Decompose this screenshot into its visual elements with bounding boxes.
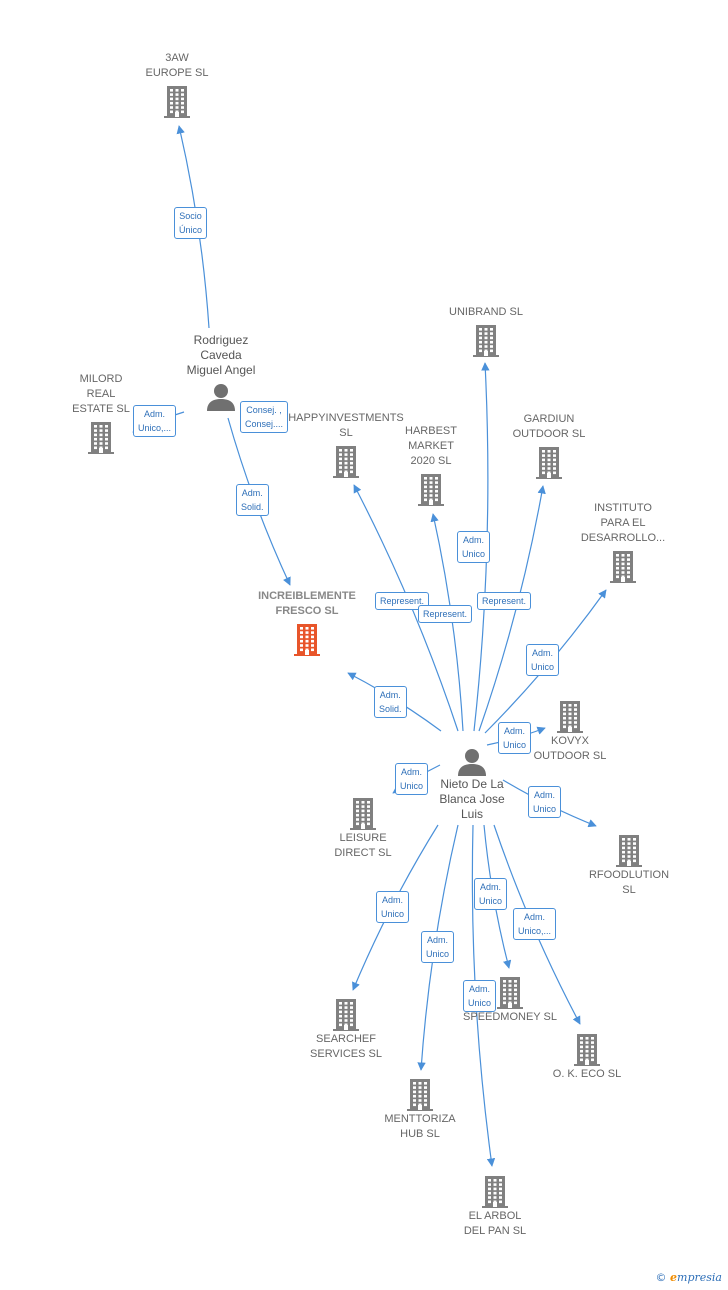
company-node-kovyx[interactable]: KOVYX OUTDOOR SL xyxy=(500,700,640,764)
edge-label[interactable]: Represent. xyxy=(375,592,430,610)
node-label: MENTTORIZA HUB SL xyxy=(384,1113,456,1140)
company-node-3aw[interactable]: 3AW EUROPE SL xyxy=(107,51,247,119)
person-icon xyxy=(207,384,235,411)
node-label: INSTITUTO PARA EL DESARROLLO... xyxy=(580,502,666,544)
brand-initial: e xyxy=(670,1271,678,1284)
edge-label[interactable]: Adm. Unico xyxy=(376,891,410,923)
edge-label[interactable]: Adm. Unico xyxy=(528,786,562,818)
node-label: Nieto De La Blanca Jose Luis xyxy=(439,777,505,821)
edge-label[interactable]: Adm. Unico,... xyxy=(513,908,557,940)
company-node-instituto[interactable]: INSTITUTO PARA EL DESARROLLO... xyxy=(553,501,693,584)
brand-name: mpresia xyxy=(677,1271,722,1284)
building-icon xyxy=(350,798,376,830)
company-node-rfood[interactable]: RFOODLUTION SL xyxy=(559,834,699,898)
edge-label[interactable]: Adm. Unico,... xyxy=(133,405,177,437)
node-label: MILORD REAL ESTATE SL xyxy=(72,373,130,415)
edge-label[interactable]: Adm. Unico xyxy=(457,531,491,563)
person-node-nieto[interactable]: Nieto De La Blanca Jose Luis xyxy=(402,747,542,822)
building-icon xyxy=(333,999,359,1031)
building-icon xyxy=(88,422,114,454)
building-icon xyxy=(407,1079,433,1111)
node-label: SEARCHEF SERVICES SL xyxy=(310,1033,382,1060)
building-icon xyxy=(536,447,562,479)
node-label: GARDIUN OUTDOOR SL xyxy=(512,413,586,440)
node-label: HARBEST MARKET 2020 SL xyxy=(405,425,457,467)
building-icon xyxy=(610,551,636,583)
person-icon xyxy=(458,749,486,776)
company-node-harbest[interactable]: HARBEST MARKET 2020 SL xyxy=(361,424,501,507)
node-label: RFOODLUTION SL xyxy=(588,869,670,896)
building-icon xyxy=(333,446,359,478)
edge-label[interactable]: Represent. xyxy=(418,605,473,623)
copyright-symbol: © xyxy=(655,1271,667,1284)
person-node-rodriguez[interactable]: Rodriguez Caveda Miguel Angel xyxy=(151,333,291,412)
building-icon xyxy=(497,977,523,1009)
building-icon xyxy=(418,474,444,506)
company-node-increible[interactable]: INCREIBLEMENTE FRESCO SL xyxy=(237,589,377,657)
building-icon xyxy=(164,86,190,118)
building-icon xyxy=(574,1034,600,1066)
building-icon xyxy=(616,835,642,867)
edge-label[interactable]: Adm. Solid. xyxy=(236,484,269,516)
edge-label[interactable]: Adm. Unico xyxy=(526,644,560,676)
node-label: LEISURE DIRECT SL xyxy=(334,832,392,859)
edge-label[interactable]: Consej. , Consej.... xyxy=(240,401,289,433)
node-label: O. K. ECO SL xyxy=(552,1068,622,1080)
node-label: Rodriguez Caveda Miguel Angel xyxy=(186,333,256,377)
node-label: UNIBRAND SL xyxy=(449,306,523,318)
building-icon xyxy=(557,701,583,733)
company-node-speed[interactable]: SPEEDMONEY SL xyxy=(440,976,580,1025)
node-label: 3AW EUROPE SL xyxy=(145,52,209,79)
company-node-searchef[interactable]: SEARCHEF SERVICES SL xyxy=(276,998,416,1062)
node-label: EL ARBOL DEL PAN SL xyxy=(463,1210,527,1237)
building-icon xyxy=(473,325,499,357)
edge-label[interactable]: Socio Único xyxy=(174,207,208,239)
edge-label[interactable]: Adm. Solid. xyxy=(374,686,407,718)
company-node-happy[interactable]: HAPPYINVESTMENTS SL xyxy=(276,411,416,479)
company-node-milord[interactable]: MILORD REAL ESTATE SL xyxy=(31,372,171,455)
edge-label[interactable]: Adm. Unico xyxy=(421,931,455,963)
company-node-unibrand[interactable]: UNIBRAND SL xyxy=(416,305,556,358)
company-node-oke[interactable]: O. K. ECO SL xyxy=(517,1033,657,1082)
edge-label[interactable]: Represent. xyxy=(477,592,532,610)
edge-label[interactable]: Adm. Unico xyxy=(395,763,429,795)
edge-label[interactable]: Adm. Unico xyxy=(498,722,532,754)
node-label: SPEEDMONEY SL xyxy=(463,1011,557,1023)
edge-label[interactable]: Adm. Unico xyxy=(474,878,508,910)
edge-label[interactable]: Adm. Unico xyxy=(463,980,497,1012)
brand-logo: © empresia xyxy=(656,1271,722,1284)
company-node-leisure[interactable]: LEISURE DIRECT SL xyxy=(293,797,433,861)
node-label: HAPPYINVESTMENTS SL xyxy=(288,412,404,439)
company-node-gardiun[interactable]: GARDIUN OUTDOOR SL xyxy=(479,412,619,480)
building-icon xyxy=(294,624,320,656)
node-label: KOVYX OUTDOOR SL xyxy=(533,735,607,762)
company-node-arbol[interactable]: EL ARBOL DEL PAN SL xyxy=(425,1175,565,1239)
company-node-mentto[interactable]: MENTTORIZA HUB SL xyxy=(350,1078,490,1142)
node-label: INCREIBLEMENTE FRESCO SL xyxy=(258,590,356,617)
building-icon xyxy=(482,1176,508,1208)
